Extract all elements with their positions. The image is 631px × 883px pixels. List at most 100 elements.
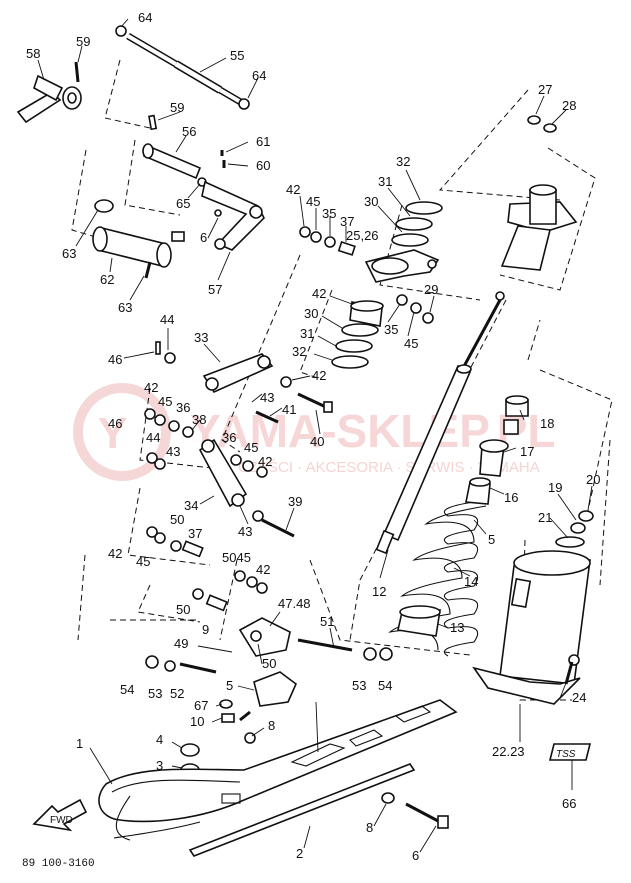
callout-50: 50 — [176, 602, 190, 617]
cup-13 — [397, 605, 441, 637]
callout-8: 8 — [366, 820, 373, 835]
callout-43: 43 — [260, 390, 274, 405]
callout-64: 64 — [252, 68, 266, 83]
callout-5: 5 — [226, 678, 233, 693]
diagram-code: 89 100-3160 — [22, 858, 95, 870]
callout-28: 28 — [562, 98, 576, 113]
callout-9: 9 — [202, 622, 209, 637]
washers-row-2 — [146, 526, 268, 612]
leader-lines — [37, 18, 593, 853]
dashed-groups — [71, 59, 613, 701]
callout-54: 54 — [378, 678, 392, 693]
callout-42: 29 — [424, 282, 438, 297]
shaft-56 — [142, 143, 226, 187]
callout-43: 43 — [166, 444, 180, 459]
callout-21: 21 — [538, 510, 552, 525]
callout-45: 45 — [404, 336, 418, 351]
callout-36: 36 — [222, 430, 236, 445]
washers-row-1 — [144, 408, 194, 470]
callout-51: 51 — [320, 614, 334, 629]
callout-42: 42 — [312, 368, 326, 383]
callout-45: 45 — [158, 394, 172, 409]
callout-33: 33 — [194, 330, 208, 345]
callout-24: 24 — [572, 690, 586, 705]
callout-42: 42 — [256, 562, 270, 577]
tss-label: TSS — [556, 749, 576, 760]
ski — [98, 699, 458, 857]
callout-44: 44 — [160, 312, 174, 327]
callout-59: 59 — [170, 100, 184, 115]
callout-1: 1 — [76, 736, 83, 751]
top-mount — [500, 115, 578, 271]
callout-40: 40 — [310, 434, 324, 449]
callout-5045: 5045 — [222, 550, 251, 565]
callout-46: 46 — [108, 352, 122, 367]
callout-67: 67 — [194, 698, 208, 713]
callout-31: 31 — [378, 174, 392, 189]
callout-27: 27 — [538, 82, 552, 97]
bracket-4748 — [238, 617, 353, 657]
callout-44: 44 — [146, 430, 160, 445]
callout-13: 13 — [450, 620, 464, 635]
callout-31: 31 — [300, 326, 314, 341]
callout-60: 60 — [256, 158, 270, 173]
callout-59: 59 — [76, 34, 90, 49]
callout-35: 35 — [384, 322, 398, 337]
callout-29: 42 — [312, 286, 326, 301]
rings-upper — [391, 201, 443, 247]
callout-61: 61 — [256, 134, 270, 149]
callout-45: 45 — [244, 440, 258, 455]
callout-49: 49 — [174, 636, 188, 651]
callout-3: 3 — [156, 758, 163, 773]
callout-5: 5 — [488, 532, 495, 547]
shaft-55 — [115, 25, 250, 110]
callout-2: 2 — [296, 846, 303, 861]
callout-14: 14 — [464, 574, 478, 589]
nuts-left — [145, 647, 393, 674]
washers-upper — [299, 226, 434, 324]
callout-38: 38 — [192, 412, 206, 427]
link-33 — [155, 341, 274, 394]
callout-64: 64 — [138, 10, 152, 25]
callout-32: 32 — [396, 154, 410, 169]
callout-63: 63 — [118, 300, 132, 315]
callout-45: 45 — [306, 194, 320, 209]
callout-47-48: 47.48 — [278, 596, 311, 611]
callout-66: 66 — [562, 796, 576, 811]
fwd-label: FWD — [50, 815, 73, 826]
callout-56: 56 — [182, 124, 196, 139]
callout-57: 57 — [208, 282, 222, 297]
callout-32: 32 — [292, 344, 306, 359]
lever-58 — [16, 61, 82, 124]
callout-36: 36 — [176, 400, 190, 415]
callout-58: 58 — [26, 46, 40, 61]
shock-12 — [375, 291, 505, 555]
callout-labels: 64 59 58 55 64 59 56 61 60 65 6 57 63 62… — [26, 10, 600, 863]
callout-53: 53 — [352, 678, 366, 693]
callout-42: 42 — [108, 546, 122, 561]
arm-34 — [198, 438, 268, 508]
callout-22-23: 22.23 — [492, 744, 525, 759]
callout-46: 46 — [108, 416, 122, 431]
callout-42: 42 — [286, 182, 300, 197]
callout-63: 63 — [62, 246, 76, 261]
arm-57 — [201, 180, 265, 251]
block-5 — [253, 671, 297, 707]
callout-35: 35 — [322, 206, 336, 221]
callout-8: 8 — [268, 718, 275, 733]
callout-6: 6 — [200, 230, 207, 245]
callout-50: 50 — [262, 656, 276, 671]
callout-65: 65 — [176, 196, 190, 211]
callout-37: 37 — [340, 214, 354, 229]
callout-19: 19 — [548, 480, 562, 495]
callout-62: 62 — [100, 272, 114, 287]
callout-54: 54 — [120, 682, 134, 697]
callout-4: 4 — [156, 732, 163, 747]
nuts-19-21 — [555, 510, 594, 548]
callout-39: 39 — [288, 494, 302, 509]
shaft-62 — [92, 199, 185, 279]
callout-6: 6 — [412, 848, 419, 863]
callout-50: 50 — [170, 512, 184, 527]
callout-17: 17 — [520, 444, 534, 459]
